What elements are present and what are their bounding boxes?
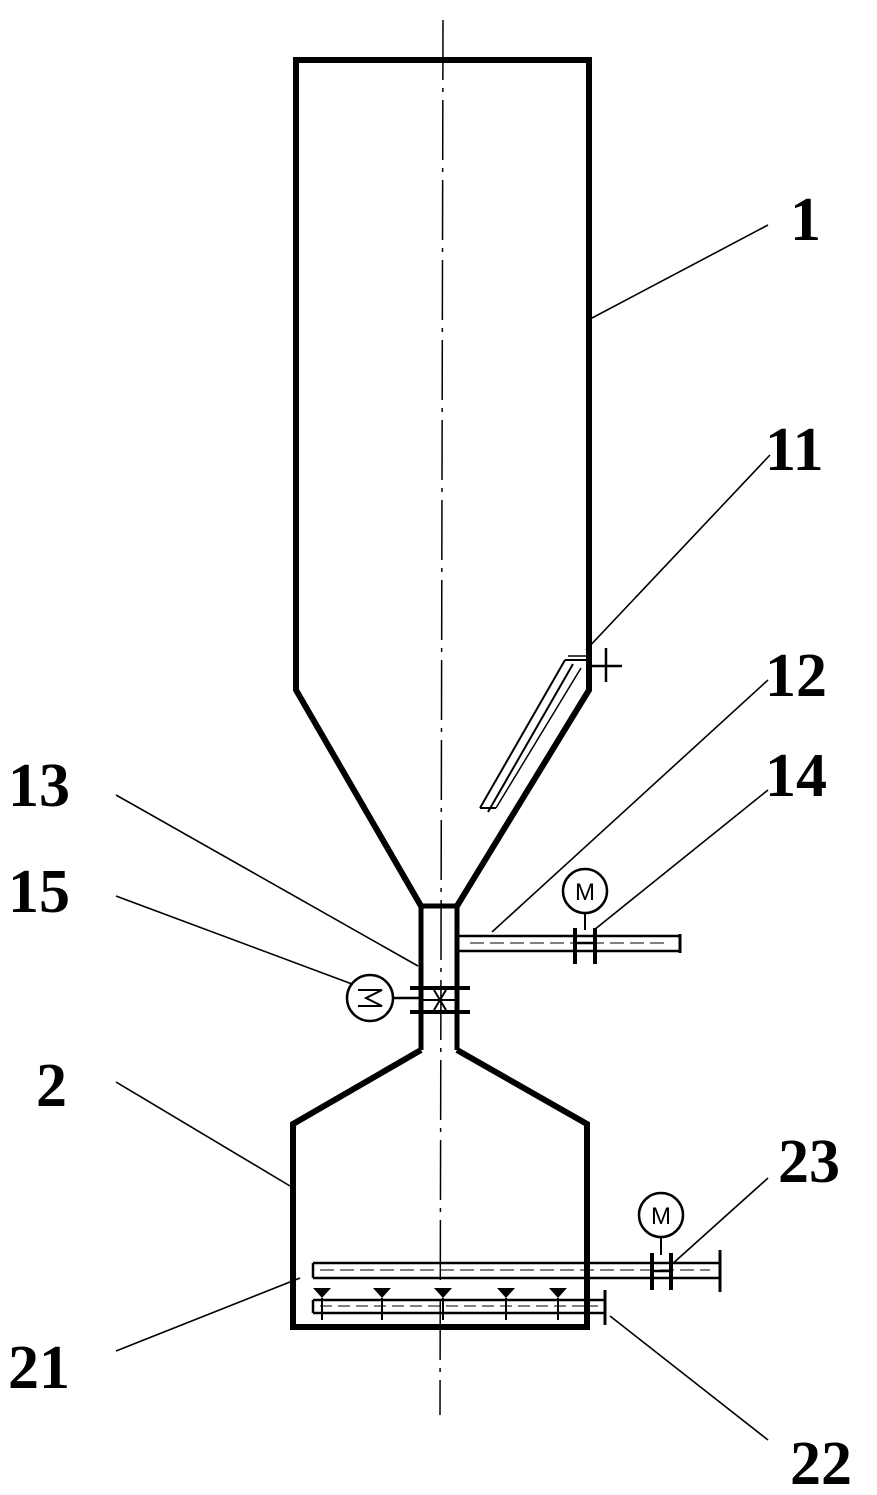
- lower-vessel-outline: [290, 1047, 590, 1330]
- leader-22: [609, 1315, 769, 1441]
- label-11: 11: [765, 416, 824, 484]
- leader-2: [115, 1081, 291, 1187]
- label-14: 14: [765, 742, 827, 810]
- leader-21: [115, 1277, 301, 1352]
- leader-1: [591, 224, 769, 319]
- sparger-valve: [650, 1237, 673, 1290]
- leader-13: [115, 794, 419, 967]
- outlet-motor-letter: M: [575, 879, 595, 906]
- neck-pipe: [418, 903, 460, 1050]
- nozzle: [434, 1288, 452, 1320]
- label-12: 12: [765, 642, 827, 710]
- sparger-motor: M: [637, 1191, 685, 1239]
- leader-11: [585, 454, 771, 651]
- label-13: 13: [8, 752, 70, 820]
- nozzle: [497, 1288, 515, 1320]
- label-22: 22: [790, 1430, 852, 1495]
- nozzle: [549, 1288, 567, 1320]
- neck-valve: [393, 986, 470, 1014]
- leader-23: [669, 1177, 769, 1267]
- upper-vessel-outline: [293, 57, 592, 908]
- neck-actuator: [345, 973, 395, 1023]
- nozzle: [313, 1288, 331, 1320]
- sparger-motor-letter: M: [651, 1203, 671, 1230]
- label-23: 23: [778, 1128, 840, 1196]
- leader-12: [491, 679, 769, 933]
- label-1: 1: [790, 186, 821, 254]
- side-outlet-pipe: [459, 934, 682, 953]
- outlet-valve: [573, 913, 597, 964]
- leader-lines: [115, 224, 771, 1441]
- label-2: 2: [36, 1052, 67, 1120]
- outlet-motor: M: [561, 867, 609, 915]
- inclined-tube: [479, 648, 622, 813]
- nozzle-row: [313, 1288, 567, 1320]
- label-15: 15: [8, 858, 70, 926]
- label-21: 21: [8, 1334, 70, 1402]
- nozzle: [373, 1288, 391, 1320]
- leader-15: [115, 895, 353, 985]
- nozzle-bar: [311, 1290, 607, 1325]
- leader-14: [593, 789, 769, 931]
- center-axis: [439, 19, 444, 1416]
